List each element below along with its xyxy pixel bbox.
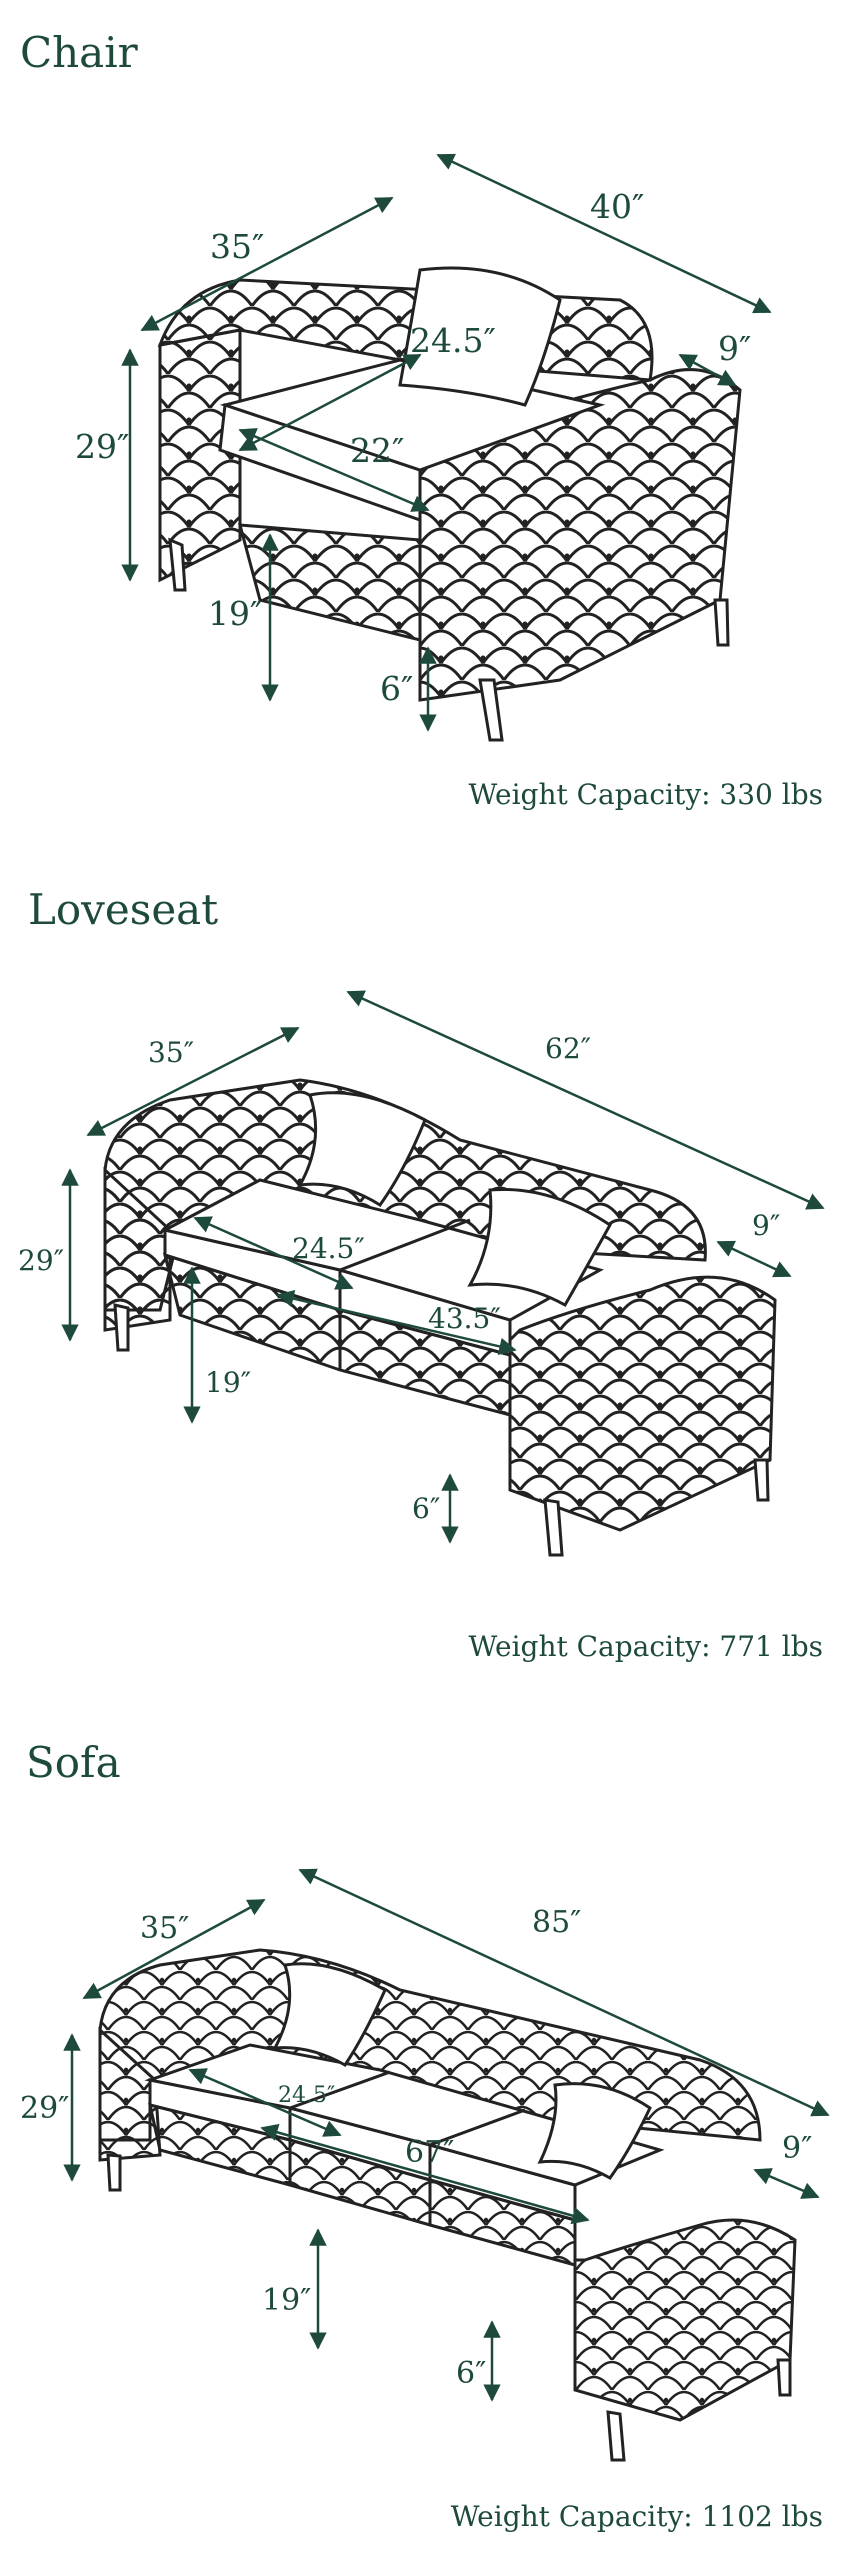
loveseat-seat-height-label: 19″ bbox=[205, 1366, 251, 1399]
loveseat-depth-line bbox=[86, 1026, 300, 1137]
chair-front-panel bbox=[238, 523, 422, 642]
chair-arm-line bbox=[678, 353, 737, 387]
sofa-width-label: 85″ bbox=[532, 1905, 581, 1940]
loveseat-arm-width-label: 9″ bbox=[752, 1209, 780, 1242]
chair-height-label: 29″ bbox=[75, 427, 129, 466]
loveseat-seat-depth-label: 24.5″ bbox=[292, 1232, 365, 1265]
sofa-diagram: 35″ 85″ 29″ 24.5″ 67″ 9″ 19″ 6″ bbox=[20, 1868, 830, 2462]
sofa-leg-height-label: 6″ bbox=[456, 2356, 486, 2391]
chair-width-line bbox=[436, 153, 772, 314]
chair-seat-width-label: 22″ bbox=[350, 431, 404, 470]
loveseat-depth-label: 35″ bbox=[148, 1036, 194, 1069]
chair-arm-width-label: 9″ bbox=[718, 329, 751, 368]
chair-seat-width-line bbox=[238, 428, 430, 512]
sofa-leg bbox=[606, 2410, 626, 2462]
loveseat-width-label: 62″ bbox=[545, 1032, 591, 1065]
loveseat-seat-depth-line bbox=[193, 1216, 354, 1290]
chair-leg bbox=[168, 537, 187, 592]
sofa-weight-capacity: Weight Capacity: 1102 lbs bbox=[450, 2500, 823, 2533]
chair-title: Chair bbox=[20, 28, 138, 77]
sofa-title: Sofa bbox=[26, 1738, 121, 1787]
sofa-arm-line bbox=[753, 2168, 820, 2199]
loveseat-leg bbox=[543, 1498, 564, 1557]
chair-diagram: 35″ 40″ 24.5″ 9″ 29″ 22″ 19″ 6″ bbox=[75, 153, 772, 742]
chair-section: Chair bbox=[0, 0, 853, 850]
chair-leg bbox=[478, 678, 504, 742]
sofa-right-arm bbox=[573, 2218, 797, 2422]
chair-leg bbox=[713, 598, 730, 647]
chair-depth-line bbox=[140, 196, 394, 332]
sofa-seat-depth-label: 24.5″ bbox=[278, 2083, 335, 2108]
sofa-section: Sofa bbox=[0, 1700, 853, 2560]
sofa-leg bbox=[776, 2358, 792, 2397]
loveseat-seat-width-line bbox=[276, 1290, 517, 1355]
sofa-left-arm bbox=[98, 2026, 162, 2162]
loveseat-right-arm bbox=[508, 1275, 777, 1532]
sofa-depth-line bbox=[82, 1898, 266, 2000]
loveseat-leg-height-label: 6″ bbox=[412, 1492, 440, 1525]
sofa-seat-height-label: 19″ bbox=[262, 2283, 311, 2318]
loveseat-arm-line bbox=[716, 1240, 792, 1278]
loveseat-leg bbox=[113, 1303, 130, 1352]
sofa-leg bbox=[106, 2153, 122, 2192]
chair-weight-capacity: Weight Capacity: 330 lbs bbox=[468, 778, 824, 811]
chair-seat-height-label: 19″ bbox=[208, 594, 262, 633]
sofa-seat-width-label: 67″ bbox=[405, 2135, 454, 2170]
sofa-arm-width-label: 9″ bbox=[782, 2131, 812, 2166]
loveseat-leg bbox=[753, 1458, 770, 1502]
sofa-depth-label: 35″ bbox=[140, 1911, 189, 1946]
sofa-width-line bbox=[298, 1868, 830, 2117]
chair-seat-depth-label: 24.5″ bbox=[410, 321, 496, 360]
loveseat-diagram: 35″ 62″ 9″ 29″ 24.5″ 43.5″ 19″ 6″ bbox=[18, 990, 825, 1557]
loveseat-weight-capacity: Weight Capacity: 771 lbs bbox=[468, 1630, 824, 1663]
sofa-seat-width-line bbox=[260, 2123, 590, 2225]
sofa-height-label: 29″ bbox=[20, 2091, 69, 2126]
sofa-illustration bbox=[98, 1948, 797, 2462]
loveseat-left-arm bbox=[103, 1166, 172, 1332]
chair-leg-height-label: 6″ bbox=[380, 669, 413, 708]
loveseat-seat-width-label: 43.5″ bbox=[428, 1302, 501, 1335]
chair-width-label: 40″ bbox=[590, 187, 644, 226]
loveseat-section: Loveseat bbox=[0, 850, 853, 1700]
loveseat-height-label: 29″ bbox=[18, 1244, 64, 1277]
loveseat-title: Loveseat bbox=[28, 885, 219, 934]
chair-depth-label: 35″ bbox=[210, 227, 264, 266]
loveseat-width-line bbox=[346, 990, 825, 1210]
